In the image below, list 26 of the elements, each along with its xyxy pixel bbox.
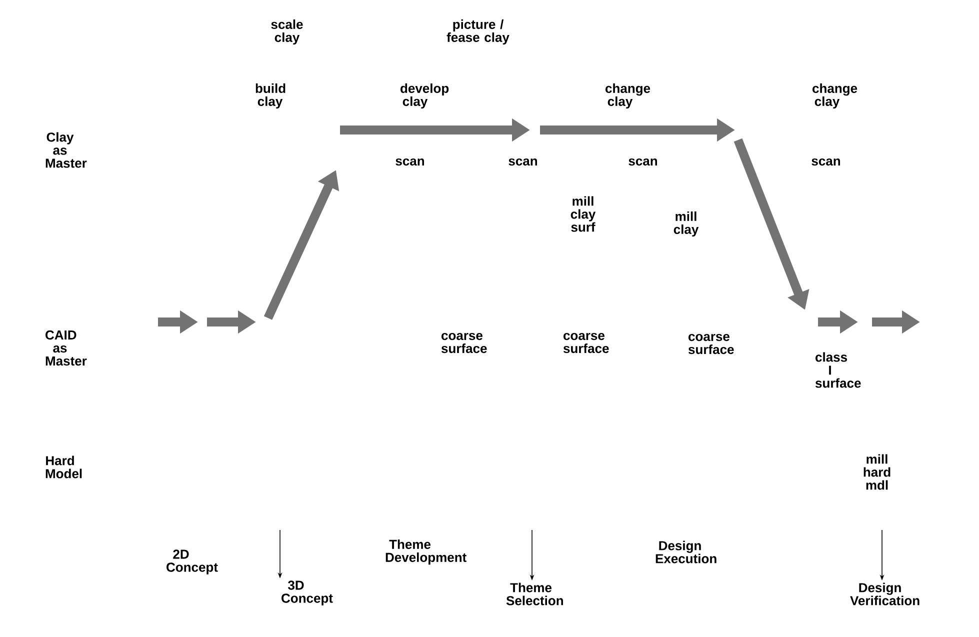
step-label: scan — [812, 158, 840, 166]
step-label: scan — [508, 158, 538, 166]
stage-label: Design Verification — [850, 582, 920, 606]
step-label: picture / fease clay — [446, 19, 510, 45]
stage-label: Theme Selection — [506, 582, 563, 606]
step-label: scan — [396, 158, 424, 166]
stage-label: 3D Concept — [282, 580, 333, 606]
stage-label: 2D Concept — [166, 550, 218, 574]
step-label: develop clay — [400, 83, 449, 109]
stage-label: Theme Development — [386, 539, 466, 565]
step-label: coarse surface — [441, 332, 487, 354]
step-label: mill clay — [674, 211, 699, 237]
step-label: CAID as Master — [46, 330, 87, 366]
step-label: coarse surface — [688, 334, 734, 354]
step-label: Hard Model — [46, 456, 82, 478]
step-label: coarse surface — [563, 332, 609, 354]
step-label: change clay — [606, 83, 650, 109]
step-label: mill hard mdl — [864, 454, 890, 490]
step-label: class I surface — [815, 352, 861, 388]
step-label: change clay — [812, 83, 858, 109]
step-label: scale clay — [271, 19, 303, 45]
step-label: mill clay surf — [570, 196, 596, 232]
step-label: scan — [628, 158, 658, 166]
step-label: build clay — [256, 83, 286, 109]
step-label: Clay as Master — [46, 132, 87, 168]
stage-label: Design Execution — [656, 540, 716, 564]
